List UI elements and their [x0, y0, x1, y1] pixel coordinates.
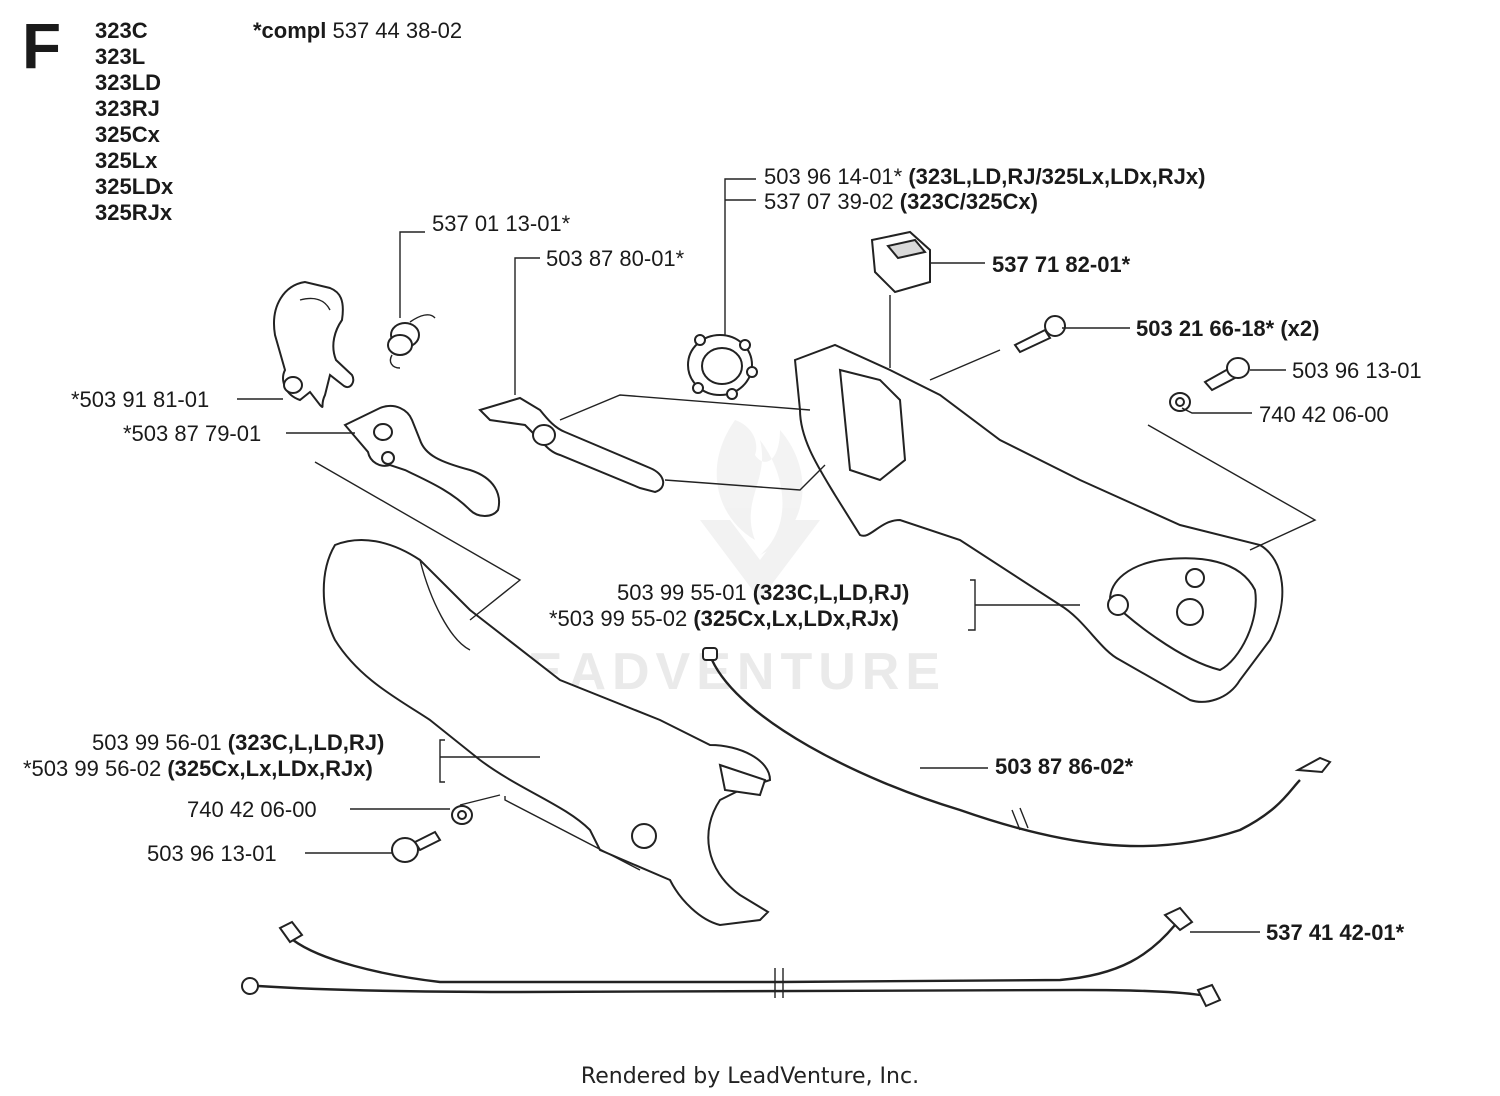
- compl-number: 537 44 38-02: [332, 18, 463, 43]
- part-label: 503 87 86-02*: [995, 754, 1133, 780]
- screw-washer-left-part: [391, 805, 473, 863]
- part-number: *503 99 55-02: [549, 606, 688, 631]
- part-label: *503 91 81-01: [71, 387, 209, 413]
- part-label: 740 42 06-00: [1259, 402, 1389, 428]
- part-label: 503 96 13-01: [1292, 358, 1422, 384]
- part-number: 740 42 06-00: [1259, 402, 1389, 427]
- part-label: 503 87 80-01*: [546, 246, 684, 272]
- part-number: 503 21 66-18*: [1136, 316, 1275, 341]
- part-note: (325Cx,Lx,LDx,RJx): [167, 756, 373, 781]
- model-list: 323C 323L 323LD 323RJ 325Cx 325Lx 325LDx…: [95, 18, 173, 226]
- compl-prefix: *compl: [253, 18, 327, 43]
- part-label: 503 96 13-01: [147, 841, 277, 867]
- part-number: 537 41 42-01*: [1266, 920, 1405, 945]
- part-number: 503 99 55-01: [617, 580, 747, 605]
- vibration-ring-part: [687, 334, 758, 400]
- part-label: 503 99 55-01 (323C,L,LD,RJ): [617, 580, 909, 606]
- part-note: (323C,L,LD,RJ): [227, 730, 385, 755]
- part-label: 503 96 14-01* (323L,LD,RJ/325Lx,LDx,RJx): [764, 164, 1205, 190]
- part-number: 537 01 13-01*: [432, 211, 571, 236]
- part-label: 537 01 13-01*: [432, 211, 570, 237]
- stop-switch-part: [870, 230, 931, 294]
- part-number: 503 87 80-01*: [546, 246, 685, 271]
- part-number: 503 99 56-01: [92, 730, 222, 755]
- throttle-lever-part: [478, 396, 665, 494]
- spring-part: [387, 314, 436, 369]
- part-label: 740 42 06-00: [187, 797, 317, 823]
- section-letter: F: [22, 10, 62, 82]
- part-label: 537 71 82-01*: [992, 252, 1130, 278]
- leader-lines: [237, 178, 1317, 933]
- part-number: 503 96 14-01*: [764, 164, 903, 189]
- model-item: 325RJx: [95, 200, 173, 225]
- watermark-logo-icon: [700, 420, 820, 600]
- part-label: 503 21 66-18* (x2): [1136, 316, 1319, 342]
- part-number: *503 91 81-01: [71, 387, 210, 412]
- screw-part: [1013, 315, 1066, 354]
- part-number: *503 99 56-02: [23, 756, 162, 781]
- wiring-harness-part: [241, 906, 1222, 1008]
- footer-credit: Rendered by LeadVenture, Inc.: [580, 1064, 920, 1089]
- part-number: 503 87 86-02*: [995, 754, 1134, 779]
- clamp-part: [273, 280, 355, 408]
- complete-assembly-label: *compl 537 44 38-02: [253, 18, 462, 44]
- part-label: 503 99 56-01 (323C,L,LD,RJ): [92, 730, 384, 756]
- part-note: (323C,L,LD,RJ): [752, 580, 910, 605]
- part-number: 740 42 06-00: [187, 797, 317, 822]
- throttle-cable-part: [702, 647, 1332, 848]
- part-note: (x2): [1280, 316, 1320, 341]
- model-item: 323LD: [95, 70, 162, 95]
- part-number: 503 96 13-01: [147, 841, 277, 866]
- model-item: 325Lx: [95, 148, 158, 173]
- part-number: 503 96 13-01: [1292, 358, 1422, 383]
- part-label: *503 99 55-02 (325Cx,Lx,LDx,RJx): [549, 606, 899, 632]
- part-note: (323L,LD,RJ/325Lx,LDx,RJx): [908, 164, 1206, 189]
- part-note: (323C/325Cx): [899, 189, 1038, 214]
- part-number: *503 87 79-01: [123, 421, 262, 446]
- part-number: 537 71 82-01*: [992, 252, 1131, 277]
- screw-washer-right-part: [1169, 357, 1250, 412]
- model-item: 323RJ: [95, 96, 160, 121]
- model-item: 323C: [95, 18, 148, 43]
- throttle-trigger-part: [343, 404, 500, 517]
- part-label: 537 07 39-02 (323C/325Cx): [764, 189, 1038, 215]
- part-label: *503 99 56-02 (325Cx,Lx,LDx,RJx): [23, 756, 373, 782]
- model-item: 323L: [95, 44, 146, 69]
- model-item: 325LDx: [95, 174, 174, 199]
- left-handle-half-part: [322, 539, 772, 927]
- model-item: 325Cx: [95, 122, 160, 147]
- part-label: 537 41 42-01*: [1266, 920, 1404, 946]
- part-number: 537 07 39-02: [764, 189, 894, 214]
- part-note: (325Cx,Lx,LDx,RJx): [693, 606, 899, 631]
- right-handle-half-part: [793, 343, 1284, 703]
- part-label: *503 87 79-01: [123, 421, 261, 447]
